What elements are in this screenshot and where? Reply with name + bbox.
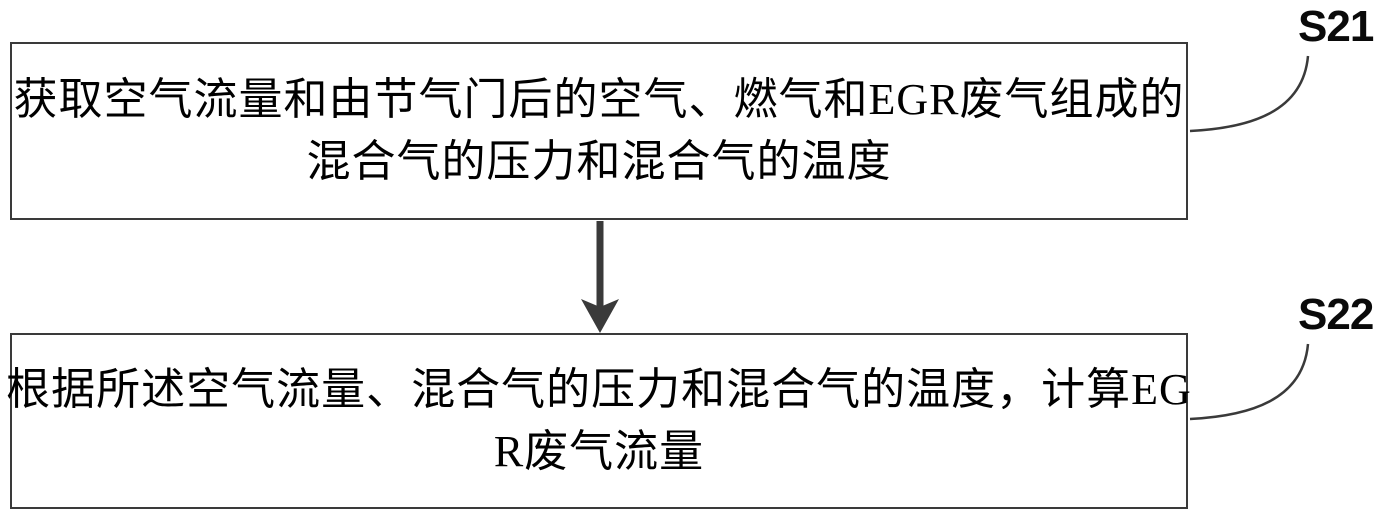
step-s21-text-line-1: 获取空气流量和由节气门后的空气、燃气和EGR废气组成的 (13, 75, 1185, 124)
leader-line-s21 (1189, 55, 1310, 133)
step-s22-text-line-2: R废气流量 (493, 427, 705, 476)
step-label-s22: S22 (1298, 290, 1374, 339)
step-box-s21: 获取空气流量和由节气门后的空气、燃气和EGR废气组成的 混合气的压力和混合气的温… (10, 42, 1188, 220)
step-s22-text-line-1: 根据所述空气流量、混合气的压力和混合气的温度，计算EG (6, 365, 1192, 414)
step-box-s22: 根据所述空气流量、混合气的压力和混合气的温度，计算EG R废气流量 (6, 333, 1191, 509)
leader-line-s22 (1189, 343, 1310, 421)
step-label-s21: S21 (1298, 2, 1374, 51)
flow-arrow-head (581, 299, 619, 333)
step-s21-text-line-2: 混合气的压力和混合气的温度 (306, 137, 892, 186)
